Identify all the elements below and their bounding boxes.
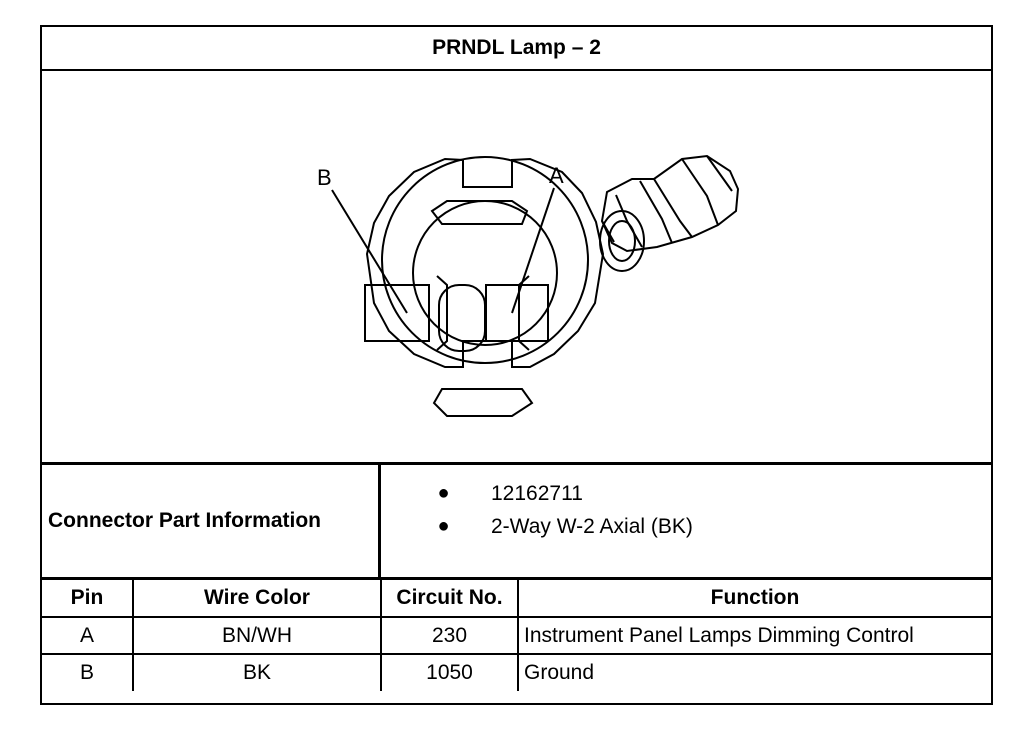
pin-a-label: A	[549, 163, 564, 188]
pin-b-label: B	[317, 165, 332, 190]
cell-pin: A	[42, 616, 134, 655]
header-pin: Pin	[42, 580, 134, 618]
header-function: Function	[517, 580, 991, 618]
terminal-a-blade	[485, 284, 549, 342]
cell-circuit: 1050	[380, 653, 519, 691]
cell-wire-color: BN/WH	[132, 616, 382, 655]
connector-info-item: ● 2-Way W-2 Axial (BK)	[381, 510, 991, 543]
page-title: PRNDL Lamp – 2	[42, 27, 991, 71]
cell-circuit: 230	[380, 616, 519, 655]
header-circuit: Circuit No.	[380, 580, 519, 618]
lock-tab-bottom	[432, 388, 534, 417]
connector-info-label: Connector Part Information	[42, 465, 381, 580]
connector-info-values: ● 12162711 ● 2-Way W-2 Axial (BK)	[381, 465, 991, 580]
cell-function: Instrument Panel Lamps Dimming Control	[517, 616, 991, 655]
cell-pin: B	[42, 653, 134, 691]
lock-tab-top	[430, 200, 529, 225]
table-header-row: Pin Wire Color Circuit No. Function	[42, 580, 991, 618]
connector-info-item: ● 12162711	[381, 477, 991, 510]
connector-description: 2-Way W-2 Axial (BK)	[491, 514, 693, 538]
connector-side-view	[599, 154, 740, 272]
connector-sheet: PRNDL Lamp – 2	[40, 25, 993, 705]
connector-figure: B A	[42, 71, 991, 465]
table-row: B BK 1050 Ground	[42, 653, 991, 691]
bullet-icon: ●	[437, 482, 450, 504]
bulb-center	[438, 284, 486, 352]
connector-diagram: B A	[317, 154, 740, 417]
pin-table: Pin Wire Color Circuit No. Function A BN…	[42, 580, 991, 691]
terminal-b-blade	[364, 284, 430, 342]
cell-wire-color: BK	[132, 653, 382, 691]
cell-function: Ground	[517, 653, 991, 691]
bullet-icon: ●	[437, 515, 450, 537]
bulb-socket	[436, 275, 530, 351]
table-row: A BN/WH 230 Instrument Panel Lamps Dimmi…	[42, 616, 991, 655]
header-wire-color: Wire Color	[132, 580, 382, 618]
connector-outer-ring	[381, 156, 589, 364]
connector-part-number: 12162711	[491, 481, 583, 505]
